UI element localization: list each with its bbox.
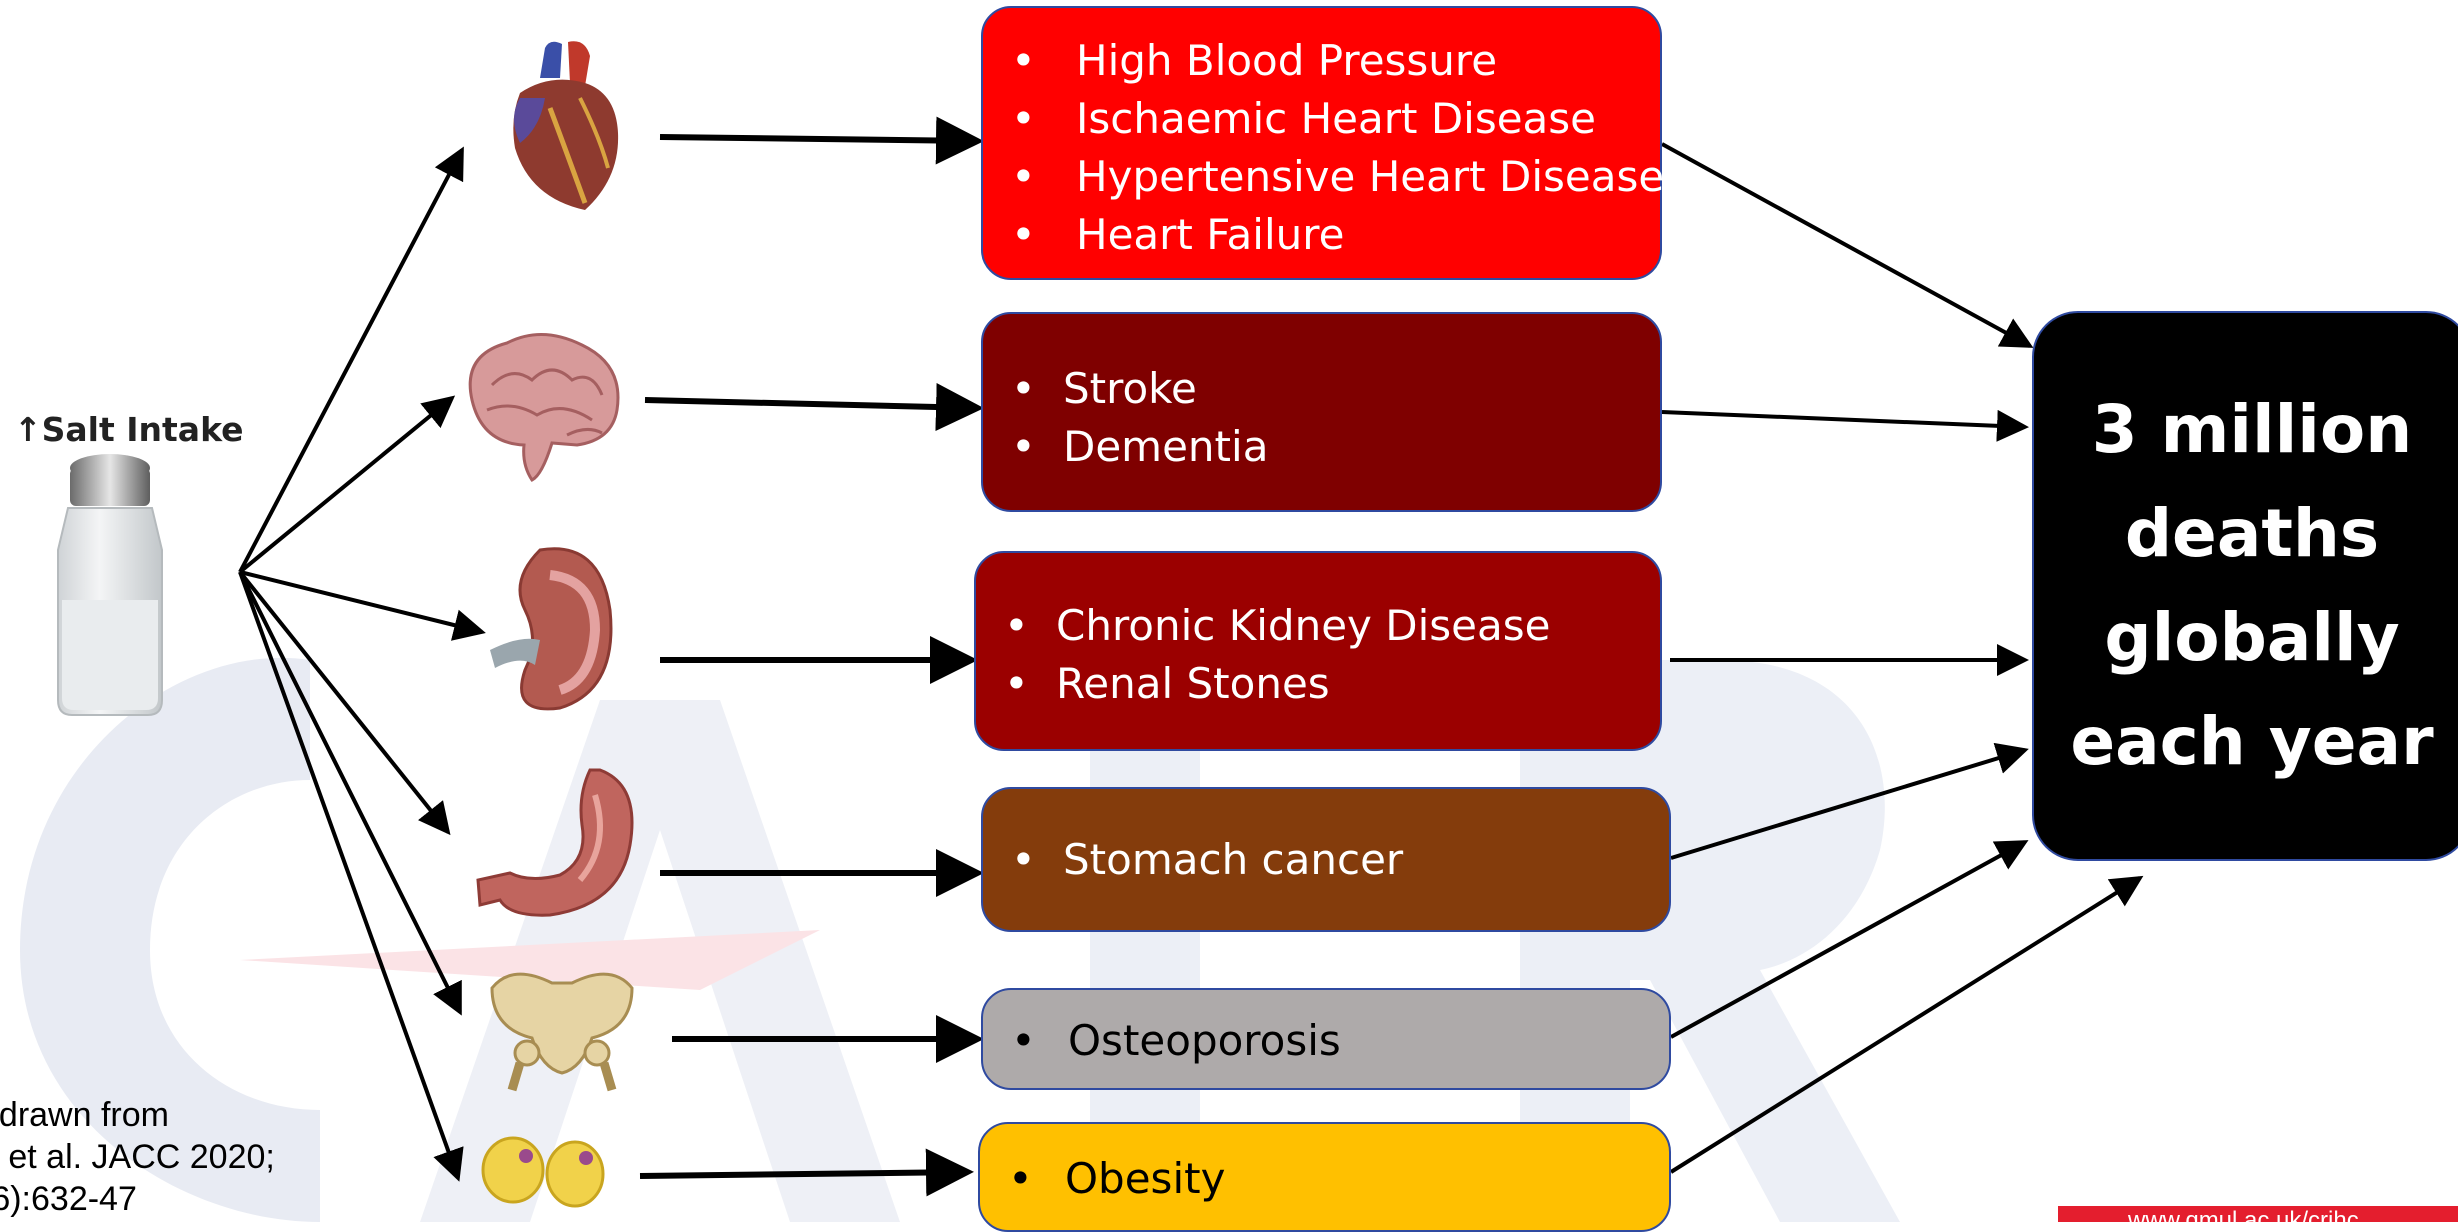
summary-line: each year (2062, 690, 2442, 794)
condition-item: Ischaemic Heart Disease (983, 90, 1660, 148)
fat-cells-icon (478, 1128, 608, 1213)
deaths-summary-box: 3 million deaths globally each year (2032, 311, 2458, 861)
condition-item: Stomach cancer (983, 831, 1669, 889)
citation: edrawn from e et al. JACC 2020; (6):632-… (0, 1094, 320, 1220)
condition-item: High Blood Pressure (983, 32, 1660, 90)
condition-item: Stroke (983, 360, 1660, 418)
heart-icon (490, 38, 630, 216)
condition-item: Dementia (983, 418, 1660, 476)
fat-conditions-box: Obesity (978, 1122, 1671, 1232)
stomach-conditions-box: Stomach cancer (981, 787, 1671, 932)
condition-item: Obesity (980, 1150, 1669, 1208)
stomach-icon (470, 765, 645, 930)
summary-line: globally (2062, 586, 2442, 690)
citation-line: e et al. JACC 2020; (0, 1136, 320, 1178)
heart-conditions-box: High Blood Pressure Ischaemic Heart Dise… (981, 6, 1662, 280)
brain-conditions-box: Stroke Dementia (981, 312, 1662, 512)
bone-conditions-box: Osteoporosis (981, 988, 1671, 1090)
condition-item: Chronic Kidney Disease (976, 597, 1660, 655)
salt-shaker-icon (30, 450, 190, 720)
summary-line: 3 million (2062, 378, 2442, 482)
deaths-summary-text: 3 million deaths globally each year (2062, 378, 2442, 794)
footer-url[interactable]: www.qmul.ac.uk/crihc (2128, 1206, 2359, 1222)
salt-intake-label: ↑Salt Intake (14, 410, 244, 449)
pelvis-bone-icon (482, 958, 642, 1093)
footer-bar: www.qmul.ac.uk/crihc (2058, 1206, 2458, 1222)
citation-line: (6):632-47 (0, 1178, 320, 1220)
kidney-icon (480, 540, 630, 715)
summary-line: deaths (2062, 482, 2442, 586)
condition-item: Hypertensive Heart Disease (983, 148, 1660, 206)
condition-item: Heart Failure (983, 206, 1660, 264)
condition-item: Osteoporosis (983, 1012, 1669, 1070)
citation-line: edrawn from (0, 1094, 320, 1136)
brain-icon (452, 325, 630, 485)
kidney-conditions-box: Chronic Kidney Disease Renal Stones (974, 551, 1662, 751)
condition-item: Renal Stones (976, 655, 1660, 713)
